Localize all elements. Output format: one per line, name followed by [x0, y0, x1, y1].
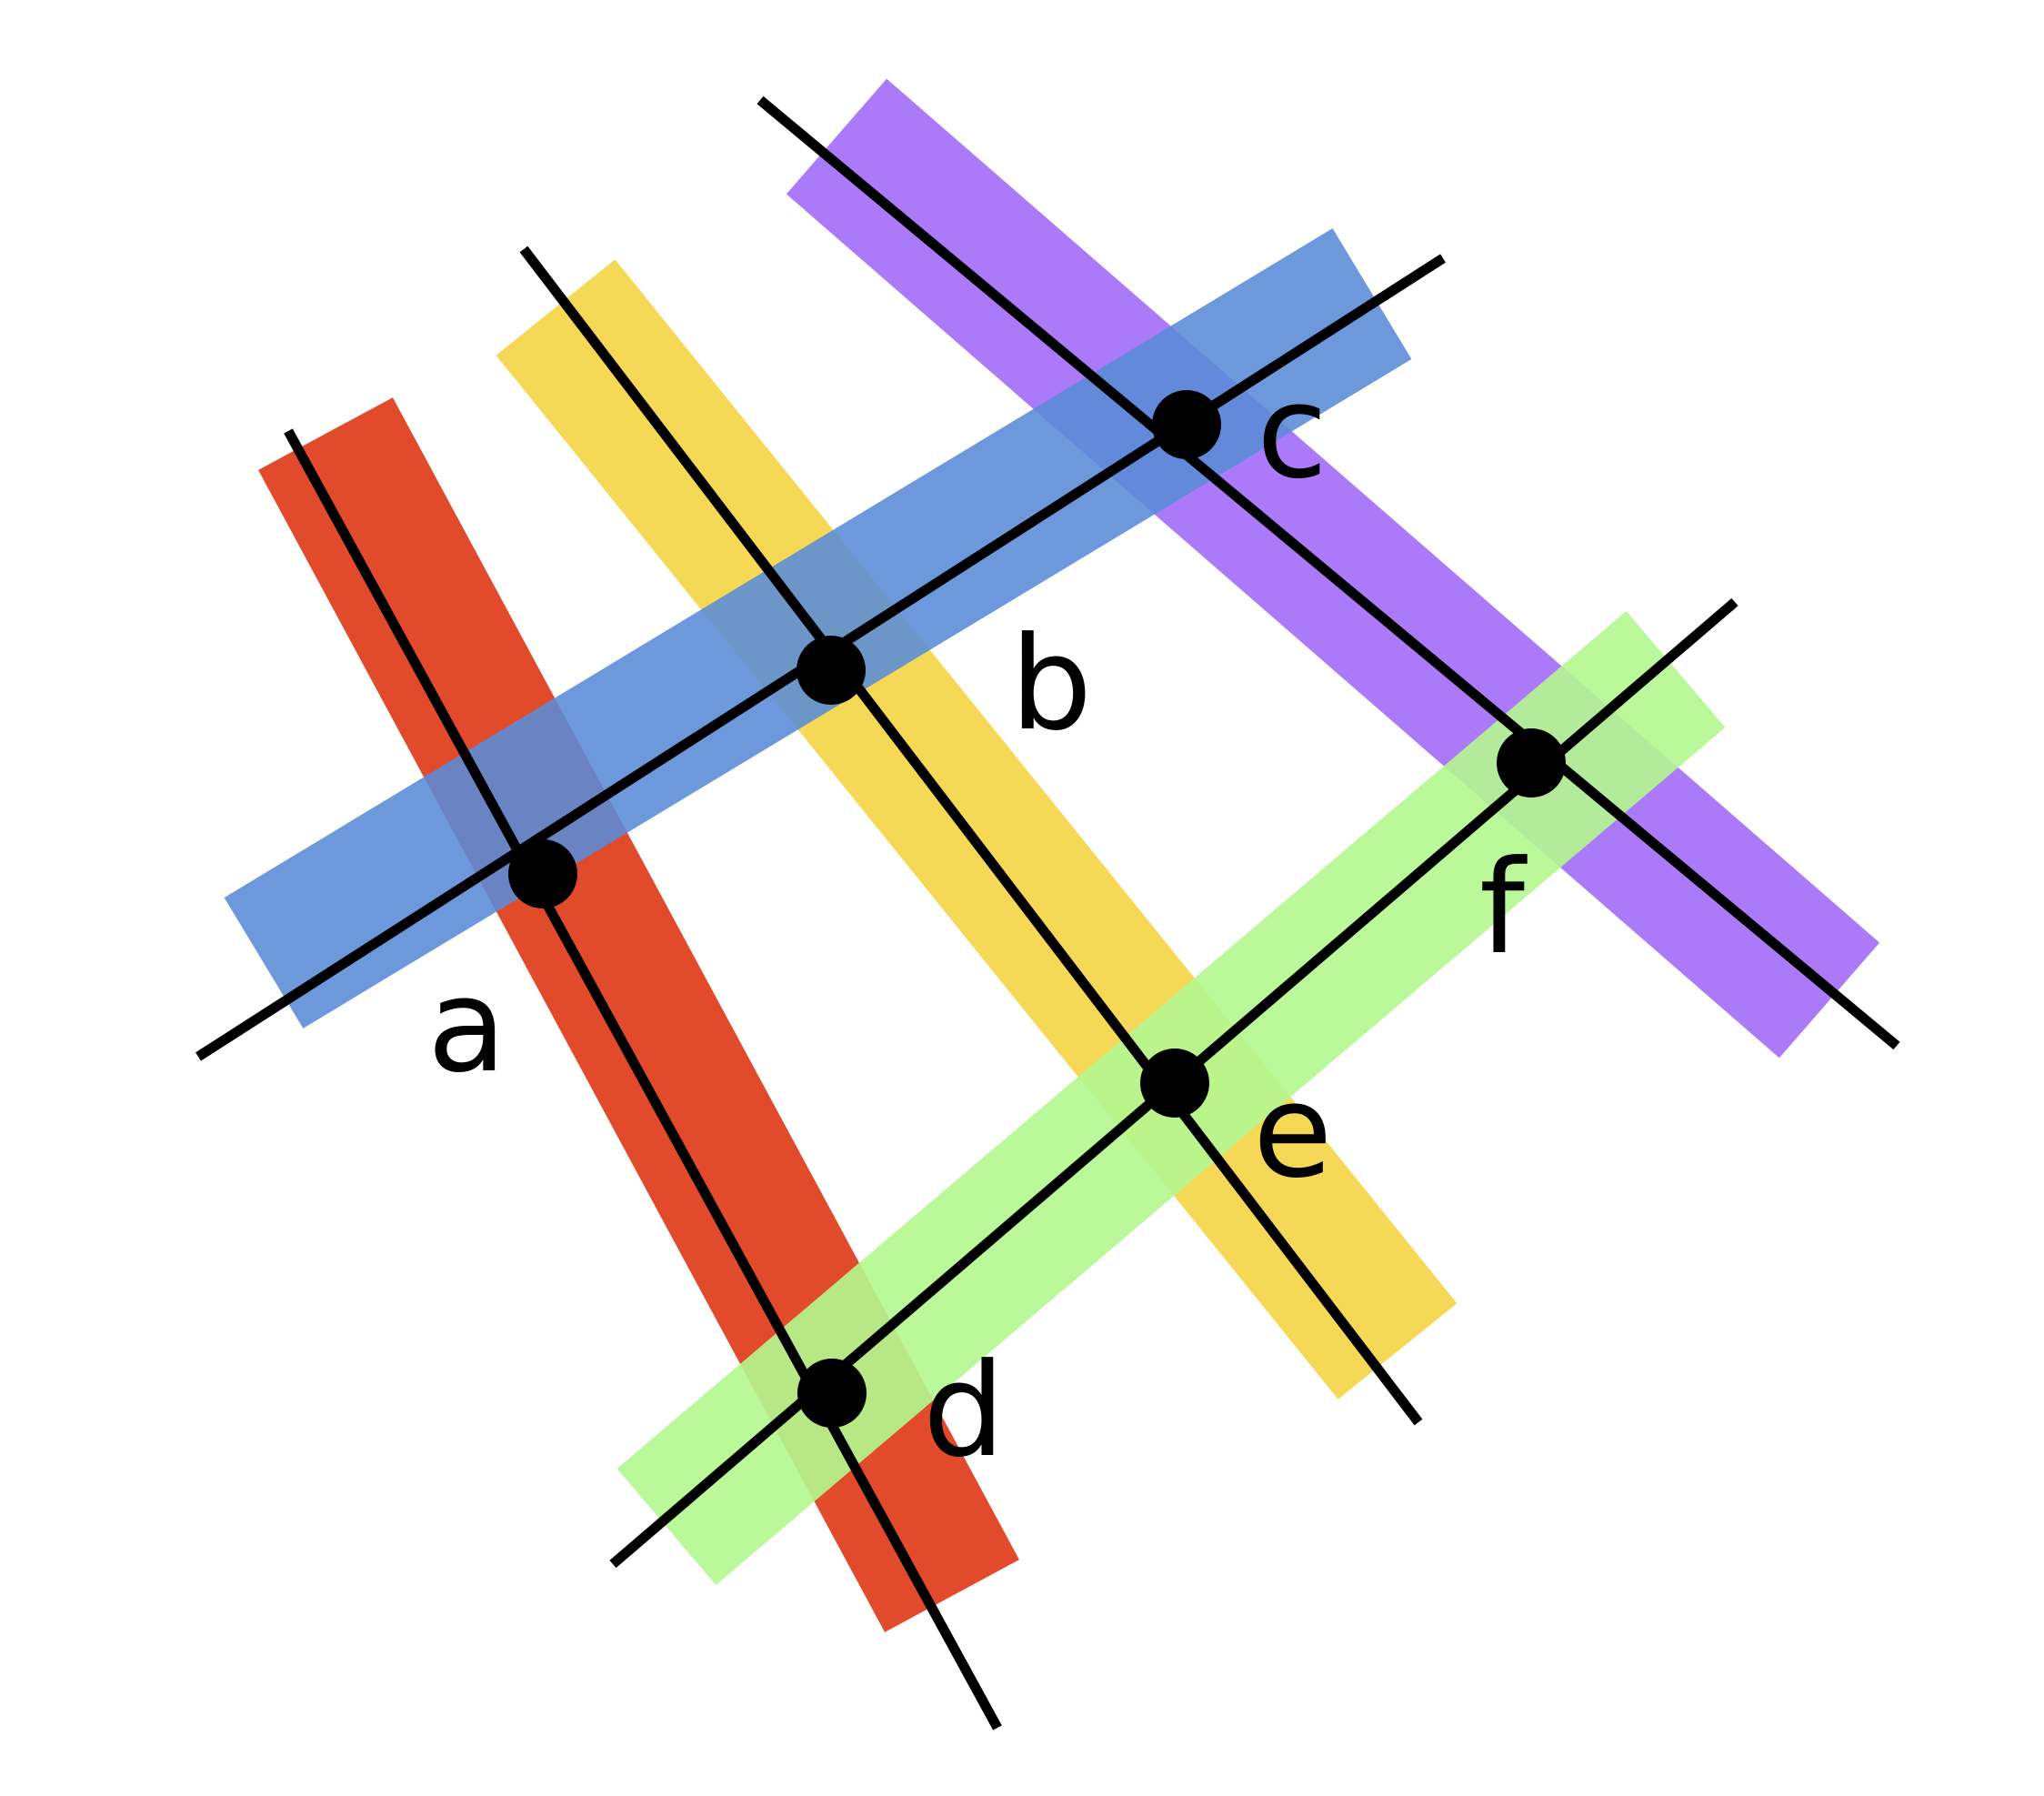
- label-a: a: [427, 951, 506, 1101]
- point-e: [1140, 1049, 1209, 1118]
- label-c: c: [1257, 357, 1328, 507]
- line-c-f: [756, 95, 1900, 1050]
- point-f: [1497, 728, 1566, 798]
- line-a-d: [284, 428, 1002, 1731]
- label-e: e: [1253, 1057, 1332, 1207]
- point-d: [797, 1359, 867, 1428]
- line-b-e: [519, 246, 1423, 1426]
- label-d: d: [923, 1336, 1005, 1486]
- point-c: [1152, 390, 1221, 459]
- point-b: [797, 636, 866, 705]
- label-f: f: [1479, 833, 1528, 983]
- point-a: [508, 839, 577, 908]
- label-b: b: [1010, 609, 1092, 759]
